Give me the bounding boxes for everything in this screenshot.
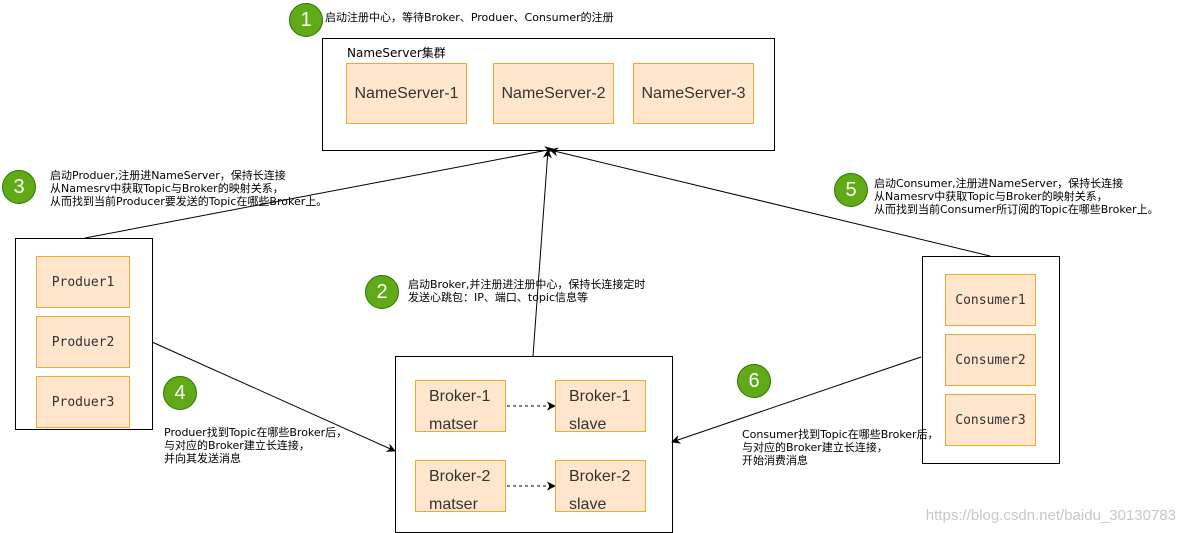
consumer-node-3: Consumer3 <box>945 394 1036 446</box>
step-text-6: Consumer找到Topic在哪些Broker后， 与对应的Broker建立长… <box>742 428 939 467</box>
step-text-1: 启动注册中心，等待Broker、Produer、Consumer的注册 <box>325 11 614 24</box>
broker-1-slave-name: Broker-1 <box>569 388 631 405</box>
consumer-node-2: Consumer2 <box>945 334 1036 386</box>
step-text-4: Produer找到Topic在哪些Broker后， 与对应的Broker建立长连… <box>164 426 348 465</box>
consumer-node-1: Consumer1 <box>945 274 1036 326</box>
broker-1-slave: Broker-1 slave <box>555 380 646 433</box>
producer-node-2: Produer2 <box>36 316 130 368</box>
arrow-consumer-to-nameserver <box>549 147 991 257</box>
step-badge-6: 6 <box>737 364 771 398</box>
nameserver-node-2: NameServer-2 <box>493 63 614 124</box>
step-badge-1: 1 <box>289 3 323 37</box>
broker-2-slave-role: slave <box>569 496 607 513</box>
nameserver-node-1: NameServer-1 <box>346 63 467 124</box>
step-badge-2: 2 <box>365 275 399 309</box>
step-badge-3: 3 <box>2 170 36 204</box>
broker-2-master-name: Broker-2 <box>429 468 491 485</box>
nameserver-node-3: NameServer-3 <box>633 63 754 124</box>
step-text-2: 启动Broker,并注册进注册中心，保持长连接定时 发送心跳包：IP、端口、to… <box>408 278 646 304</box>
producer-node-3: Produer3 <box>36 376 130 428</box>
broker-2-slave: Broker-2 slave <box>555 460 646 513</box>
broker-1-master-name: Broker-1 <box>429 388 491 405</box>
step-text-5: 启动Consumer,注册进NameServer，保持长连接 从Namesrv中… <box>874 177 1159 216</box>
watermark-text: https://blog.csdn.net/baidu_30130783 <box>925 507 1176 524</box>
step-badge-5: 5 <box>834 173 868 207</box>
step-text-3: 启动Produer,注册进NameServer，保持长连接 从Namesrv中获… <box>50 169 328 208</box>
arrow-broker-to-nameserver <box>532 149 552 357</box>
broker-1-master-role: matser <box>429 416 478 433</box>
nameserver-cluster-label: NameServer集群 <box>347 46 446 60</box>
broker-1-slave-role: slave <box>569 416 607 433</box>
arrow-producer-to-nameserver <box>84 146 554 239</box>
broker-2-master: Broker-2 matser <box>415 460 506 513</box>
broker-2-slave-name: Broker-2 <box>569 468 631 485</box>
broker-2-master-role: matser <box>429 496 478 513</box>
step-badge-4: 4 <box>163 376 197 410</box>
producer-node-1: Produer1 <box>36 256 130 308</box>
arrow-consumer-to-broker <box>671 356 922 444</box>
broker-1-master: Broker-1 matser <box>415 380 506 433</box>
arrow-producer-to-broker <box>151 341 396 452</box>
